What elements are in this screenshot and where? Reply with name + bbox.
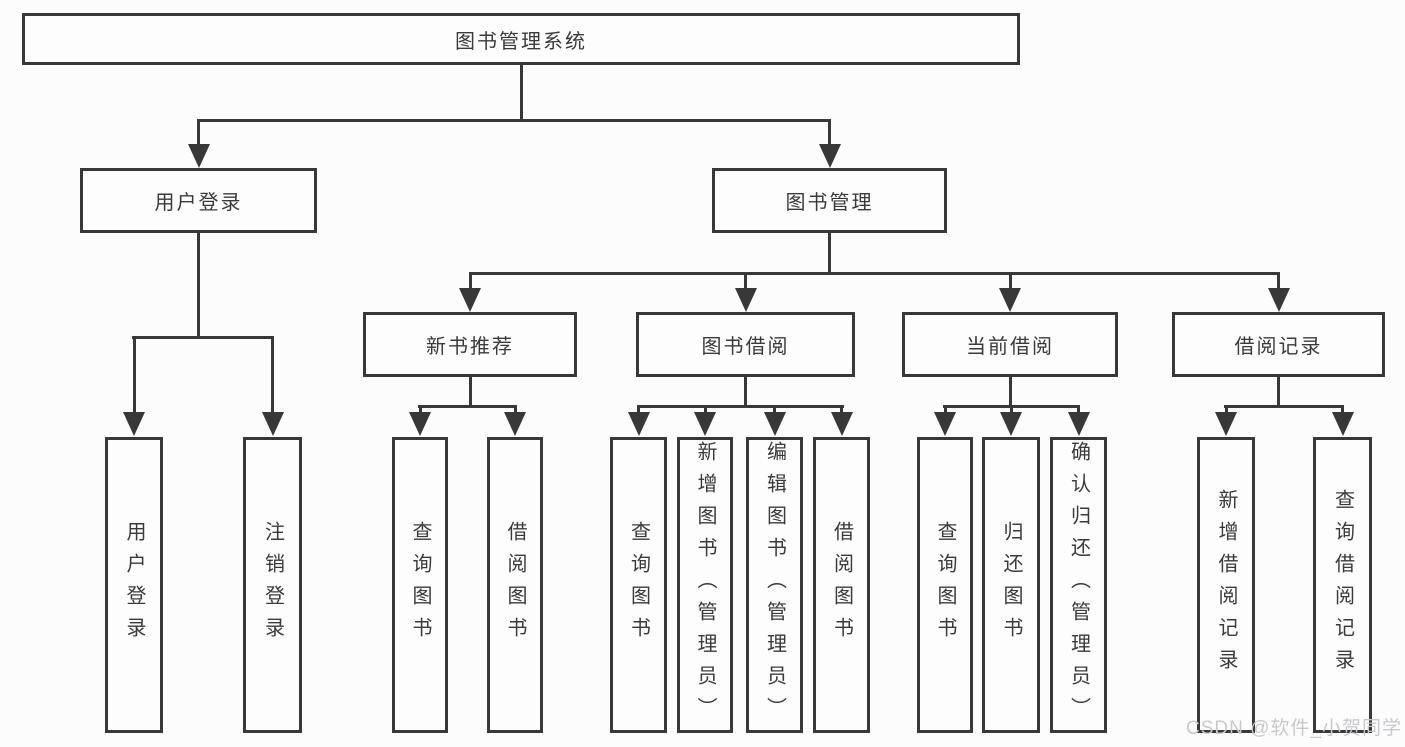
connector-line (1341, 405, 1344, 415)
node-label: 借阅图书 (504, 521, 526, 649)
connector-line (132, 336, 274, 339)
connector-line (773, 405, 776, 415)
node-label: 用户登录 (123, 521, 145, 649)
node-current-return-books: 归还图书 (982, 437, 1040, 733)
connector-line (828, 233, 831, 275)
connector-line (840, 405, 843, 415)
connector-line (703, 405, 707, 415)
node-root: 图书管理系统 (22, 13, 1020, 65)
node-label: 注销登录 (261, 521, 284, 649)
node-label: 查询借阅记录 (1331, 489, 1354, 681)
connector-line (828, 122, 831, 146)
arrowhead-icon (694, 412, 716, 436)
arrowhead-icon (261, 412, 284, 436)
arrowhead-icon (1215, 412, 1237, 436)
connector-line (513, 405, 517, 415)
node-label: 查询图书 (409, 521, 431, 649)
node-newrec-borrow-books: 借阅图书 (487, 437, 543, 733)
connector-line (637, 405, 640, 415)
arrowhead-icon (1331, 412, 1354, 436)
connector-line (744, 377, 747, 408)
node-label: 查询图书 (627, 521, 650, 649)
node-current-confirm-return-admin: 确认归还（管理员） (1050, 437, 1107, 733)
node-borrowing-add-books-admin: 新增图书（管理员） (677, 437, 733, 733)
node-login-logout: 注销登录 (243, 437, 302, 733)
connector-line (1008, 377, 1012, 408)
arrowhead-icon (763, 412, 786, 436)
watermark: CSDN @软件_小贺同学 (1186, 718, 1402, 739)
arrowhead-icon (409, 412, 431, 436)
connector-line (1277, 377, 1280, 408)
arrowhead-icon (123, 412, 145, 436)
node-user-login: 用户登录 (80, 168, 317, 233)
node-current-borrowing: 当前借阅 (902, 312, 1118, 377)
arrowhead-icon (459, 288, 481, 312)
arrowhead-icon (627, 412, 650, 436)
connector-line (1224, 405, 1228, 415)
node-label: 新增图书（管理员） (694, 441, 716, 729)
arrowhead-icon (830, 412, 853, 436)
connector-line (1224, 405, 1344, 408)
arrowhead-icon (818, 144, 841, 168)
connector-line (418, 405, 517, 408)
arrowhead-icon (504, 412, 526, 436)
connector-line (197, 233, 200, 339)
node-book-borrowing: 图书借阅 (636, 312, 855, 377)
arrowhead-icon (734, 288, 757, 312)
node-borrowing-edit-books-admin: 编辑图书（管理员） (746, 437, 803, 733)
connector-line (469, 272, 1280, 275)
arrowhead-icon (187, 144, 210, 168)
connector-line (132, 339, 136, 414)
node-label: 查询图书 (934, 521, 956, 649)
connector-line (418, 405, 422, 415)
node-label: 归还图书 (1000, 521, 1022, 649)
arrowhead-icon (1267, 288, 1290, 312)
connector-line (519, 65, 523, 122)
node-book-management: 图书管理 (712, 168, 947, 233)
connector-line (1277, 275, 1280, 290)
node-label: 编辑图书（管理员） (763, 441, 786, 729)
connector-line (1008, 275, 1012, 290)
node-borrow-records: 借阅记录 (1172, 312, 1385, 377)
node-label: 确认归还（管理员） (1067, 441, 1090, 729)
node-label: 借阅图书 (830, 521, 853, 649)
arrowhead-icon (1067, 412, 1090, 436)
node-login-user: 用户登录 (105, 437, 163, 733)
node-records-add-record: 新增借阅记录 (1197, 437, 1255, 733)
connector-line (943, 405, 947, 415)
connector-line (1077, 405, 1080, 415)
arrowhead-icon (1000, 412, 1022, 436)
arrowhead-icon (999, 288, 1021, 312)
node-records-query-record: 查询借阅记录 (1313, 437, 1372, 733)
node-new-book-recommend: 新书推荐 (363, 312, 577, 377)
arrowhead-icon (934, 412, 956, 436)
connector-line (468, 275, 472, 290)
node-borrowing-borrow-books: 借阅图书 (813, 437, 870, 733)
connector-line (744, 275, 747, 290)
connector-line (1009, 405, 1013, 415)
connector-line (271, 339, 274, 414)
node-current-query-books: 查询图书 (917, 437, 973, 733)
node-borrowing-query-books: 查询图书 (610, 437, 667, 733)
node-label: 新增借阅记录 (1215, 489, 1237, 681)
connector-line (197, 122, 200, 146)
connector-line (637, 405, 844, 408)
connector-line (197, 119, 831, 122)
node-newrec-query-books: 查询图书 (392, 437, 448, 733)
connector-line (468, 377, 472, 408)
